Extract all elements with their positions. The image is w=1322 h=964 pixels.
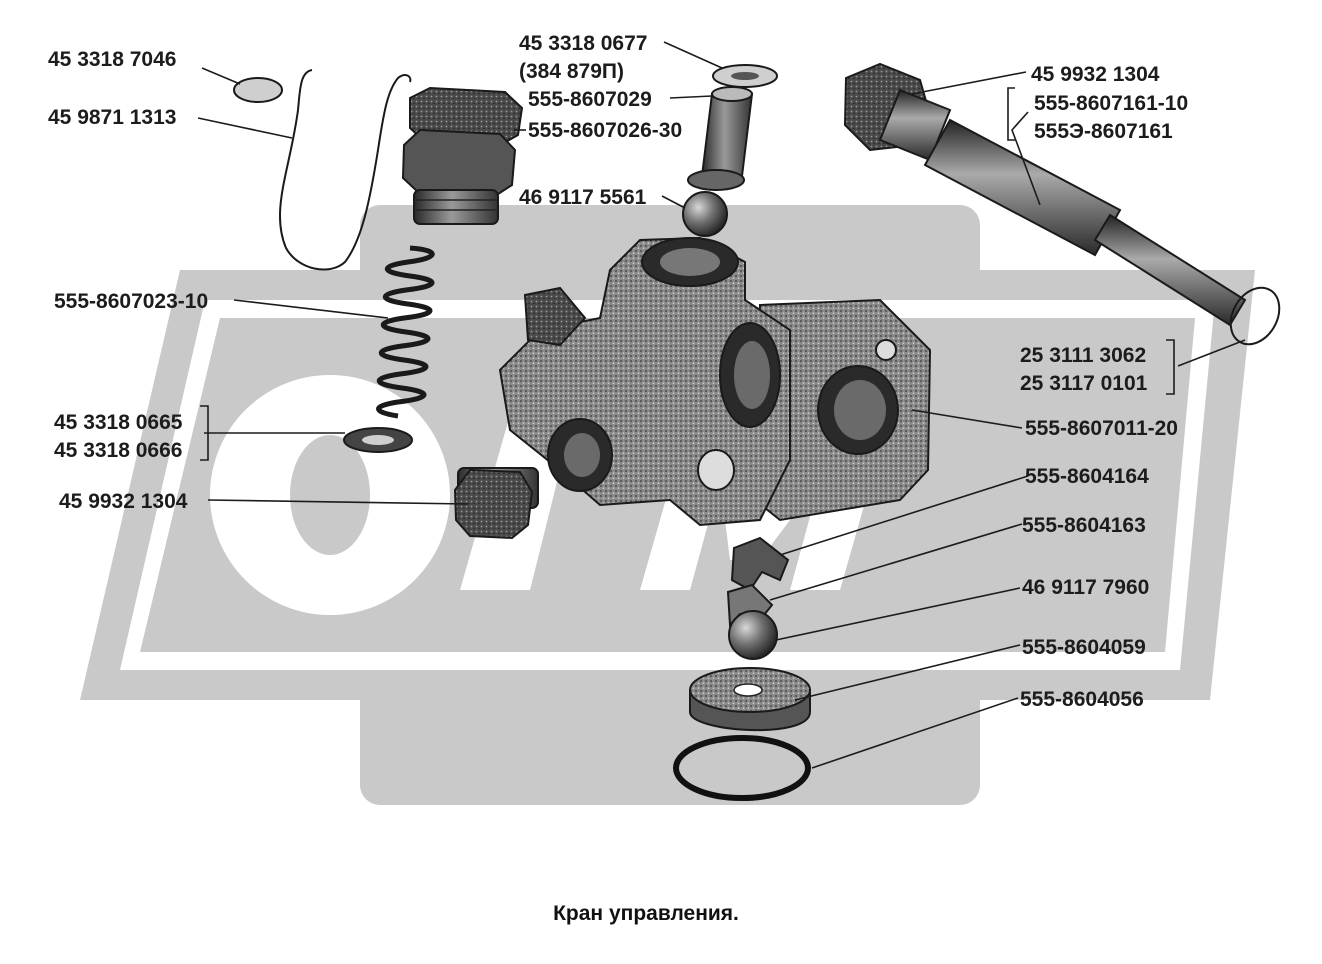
sleeve-part	[687, 86, 754, 191]
bracket-hollow-bolt	[1007, 87, 1015, 141]
bracket-washer-pair	[200, 405, 209, 461]
plug-cap-part	[401, 86, 524, 225]
label-plug-left: 45 9932 1304	[59, 490, 188, 513]
label-washer-pair-2: 45 3318 0666	[54, 439, 182, 462]
spring-part	[376, 245, 435, 419]
ball-top-part	[682, 191, 728, 237]
ball-bottom-part	[728, 610, 778, 660]
label-gasket-ring-2: 25 3117 0101	[1020, 372, 1148, 395]
label-gasket-ring-1: 25 3111 3062	[1020, 344, 1146, 367]
label-spring: 555-8607023-10	[54, 290, 208, 313]
bracket-gasket-ring	[1166, 339, 1175, 395]
hollow-bolt-part	[843, 62, 1281, 346]
label-lock-wire: 45 9871 1313	[48, 106, 176, 129]
label-cap-washer: 45 3318 7046	[48, 48, 176, 71]
label-retainer-upper: 555-8604164	[1025, 465, 1149, 488]
label-o-ring: 555-8604056	[1020, 688, 1144, 711]
label-plug-cap: 555-8607026-30	[528, 119, 682, 142]
label-hollow-bolt-2: 555Э-8607161	[1034, 120, 1173, 143]
diagram-title: Кран управления.	[553, 902, 739, 925]
plug-left-part	[453, 467, 539, 540]
label-valve-body: 555-8607011-20	[1025, 417, 1178, 440]
label-screen-washer-1: 45 3318 0677	[519, 32, 647, 55]
label-ball-bottom: 46 9117 7960	[1022, 576, 1149, 599]
watermark-letter-o-center	[290, 435, 370, 555]
seat-disc-part	[689, 667, 811, 732]
o-ring-part	[673, 735, 811, 801]
label-screen-washer-2: (384 879П)	[519, 60, 624, 83]
label-seat-disc: 555-8604059	[1022, 636, 1146, 659]
valve-body-part	[498, 236, 932, 527]
leader-lines	[197, 41, 1246, 769]
callout-labels: 45 3318 7046 45 9871 1313 45 3318 0677 (…	[48, 32, 1188, 711]
cap-washer-part	[233, 77, 283, 103]
label-ball-top: 46 9117 5561	[519, 186, 647, 209]
lock-wire-part	[279, 69, 412, 271]
label-washer-pair-1: 45 3318 0665	[54, 411, 183, 434]
label-hollow-bolt-1: 555-8607161-10	[1034, 92, 1188, 115]
label-bolt-head: 45 9932 1304	[1031, 63, 1160, 86]
retainer-upper-part	[730, 536, 790, 592]
label-retainer-lower: 555-8604163	[1022, 514, 1146, 537]
label-sleeve: 555-8607029	[528, 88, 652, 111]
